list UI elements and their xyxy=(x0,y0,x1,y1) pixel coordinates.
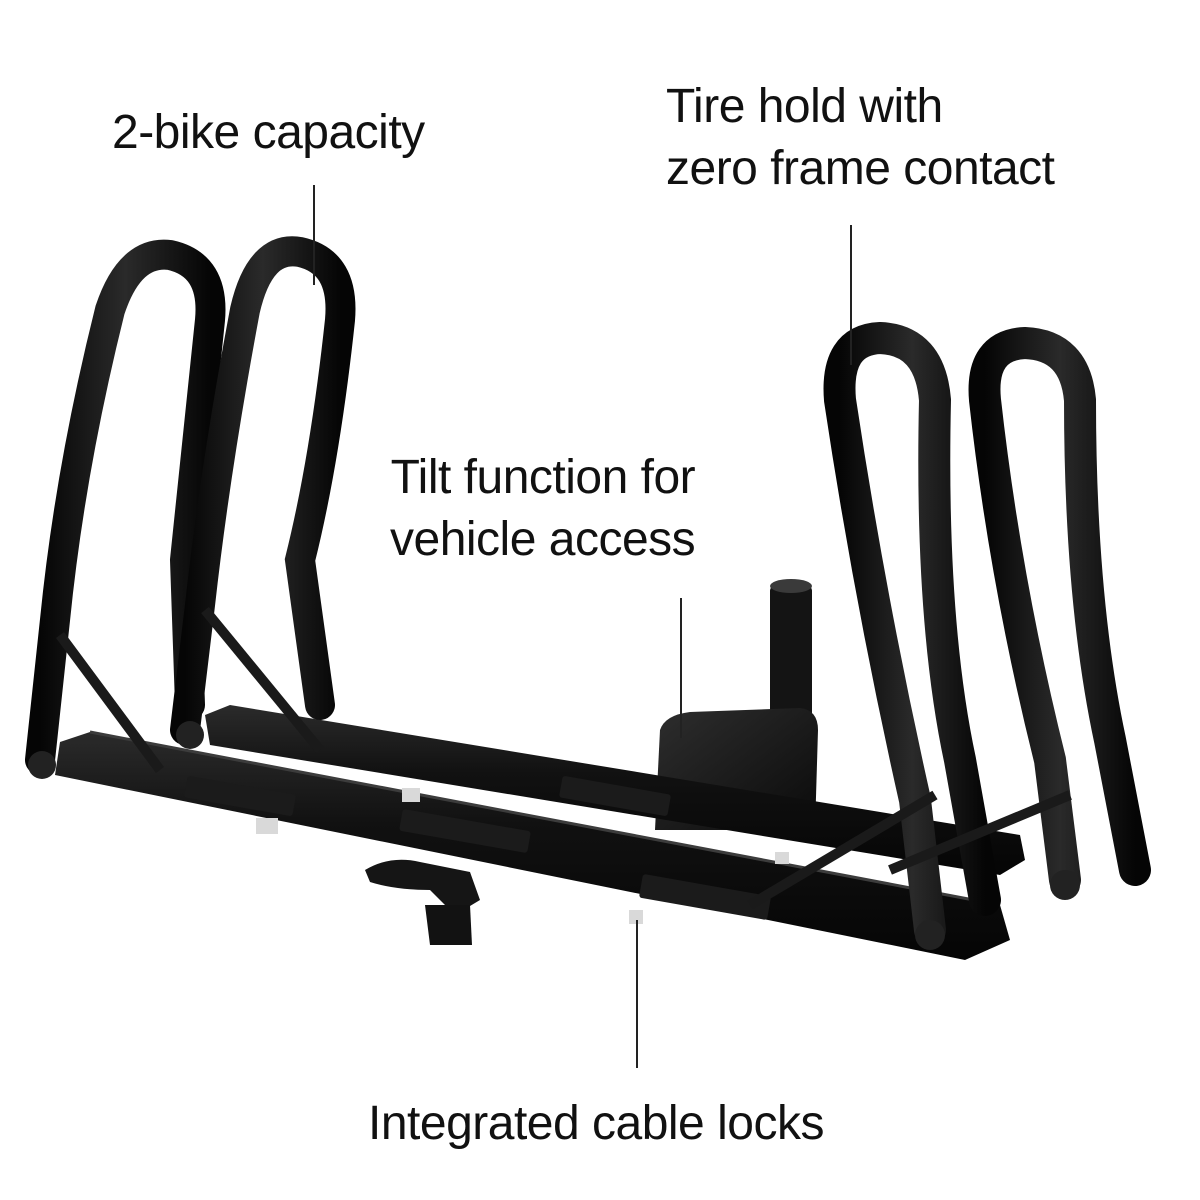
tray-clamps xyxy=(184,776,789,945)
callout-capacity: 2-bike capacity xyxy=(112,102,425,164)
callout-tilt-line2: vehicle access xyxy=(390,513,696,566)
front-rail xyxy=(55,730,1010,960)
callout-cable-locks: Integrated cable locks xyxy=(368,1093,824,1155)
callout-tilt: Tilt function for vehicle access xyxy=(380,447,696,571)
left-wheel-hook-rear xyxy=(25,239,226,779)
callout-capacity-line1: 2-bike capacity xyxy=(112,106,425,159)
right-wheel-hook-front xyxy=(888,326,1151,900)
callout-tilt-line1: Tilt function for xyxy=(390,451,696,504)
callout-tire-hold-line2: zero frame contact xyxy=(666,142,1055,195)
left-wheel-hook-front xyxy=(170,236,356,754)
callout-cable-locks-line1: Integrated cable locks xyxy=(368,1097,824,1150)
callout-tilt-pointer xyxy=(680,598,682,738)
right-wheel-hook-rear xyxy=(747,321,1001,950)
callout-cable-locks-pointer xyxy=(636,920,638,1068)
callout-capacity-pointer xyxy=(313,185,315,285)
callout-tire-hold: Tire hold with zero frame contact xyxy=(666,76,1055,200)
callout-tire-hold-line1: Tire hold with xyxy=(666,80,943,133)
callout-tire-hold-pointer xyxy=(850,225,852,365)
